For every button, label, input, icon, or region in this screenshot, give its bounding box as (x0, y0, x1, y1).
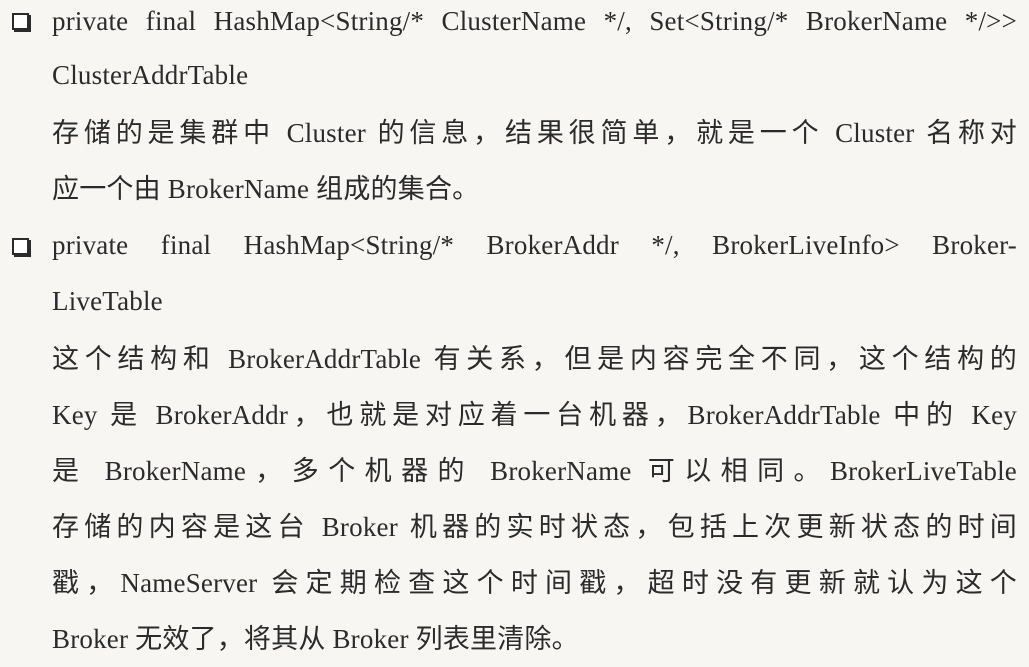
code-signature-line: ClusterAddrTable (52, 60, 249, 90)
code-signature-line: private final HashMap<String/* ClusterNa… (52, 6, 1017, 36)
description-line: 存储的内容是这台 Broker 机器的实时状态，包括上次更新状态的时间 (52, 512, 1017, 542)
description-line: Key 是 BrokerAddr，也就是对应着一台机器，BrokerAddrTa… (52, 400, 1017, 430)
description-line: Broker 无效了，将其从 Broker 列表里清除。 (52, 624, 579, 654)
description-line: 存储的是集群中 Cluster 的信息，结果很简单，就是一个 Cluster 名… (52, 118, 1017, 148)
description-line: 是 BrokerName，多个机器的 BrokerName 可以相同。Broke… (52, 456, 1017, 486)
checkbox-bullet-icon (12, 13, 29, 30)
description-line: 这个结构和 BrokerAddrTable 有关系，但是内容完全不同，这个结构的 (52, 344, 1017, 374)
code-signature-line: private final HashMap<String/* BrokerAdd… (52, 230, 1017, 260)
description-line: 戳，NameServer 会定期检查这个时间戳，超时没有更新就认为这个 (52, 568, 1017, 598)
description-line: 应一个由 BrokerName 组成的集合。 (52, 174, 480, 204)
checkbox-bullet-icon (12, 238, 29, 255)
code-signature-line: LiveTable (52, 286, 163, 316)
